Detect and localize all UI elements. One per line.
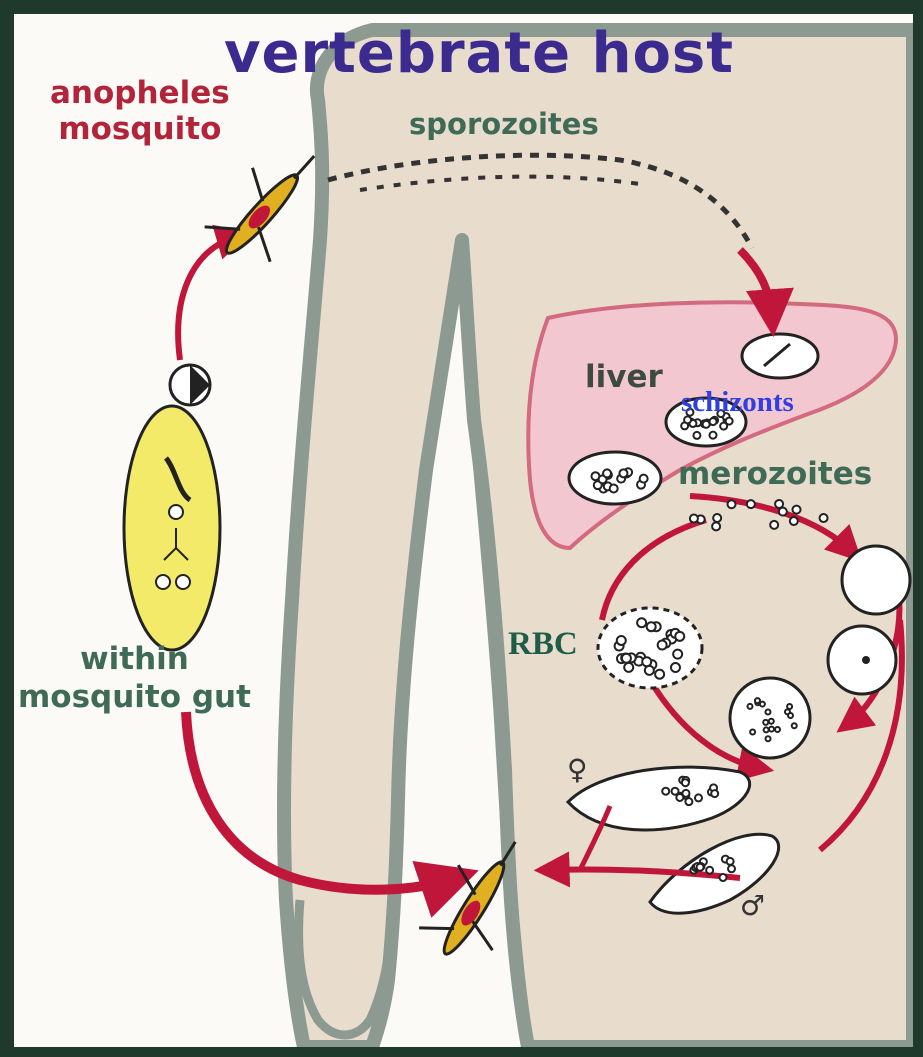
liver-cell-sporozoite <box>742 334 818 378</box>
liver-label: liver <box>585 362 663 393</box>
rbc-label: RBC <box>508 628 578 661</box>
rbc-cell-1 <box>842 546 910 614</box>
mosquito-gut <box>124 406 220 650</box>
diagram-panel: vertebrate host anopheles mosquito sporo… <box>14 14 913 1047</box>
sporozoites-label: sporozoites <box>409 110 599 139</box>
mosquito-label-text: anopheles mosquito <box>50 75 230 147</box>
gut-label-text: within mosquito gut <box>18 641 251 715</box>
rbc-cell-bursting <box>598 608 702 688</box>
schizonts-label: schizonts <box>681 388 794 417</box>
merozoites-label: merozoites <box>678 459 872 490</box>
rbc-cell-schizont <box>730 678 810 758</box>
female-symbol: ♀ <box>567 756 588 784</box>
diagram-title: vertebrate host <box>224 26 734 82</box>
male-symbol: ♂ <box>740 892 765 920</box>
mosquito-gut-label: within mosquito gut <box>18 641 251 717</box>
anopheles-mosquito-label: anopheles mosquito <box>50 76 230 147</box>
life-cycle-diagram <box>14 14 913 1047</box>
